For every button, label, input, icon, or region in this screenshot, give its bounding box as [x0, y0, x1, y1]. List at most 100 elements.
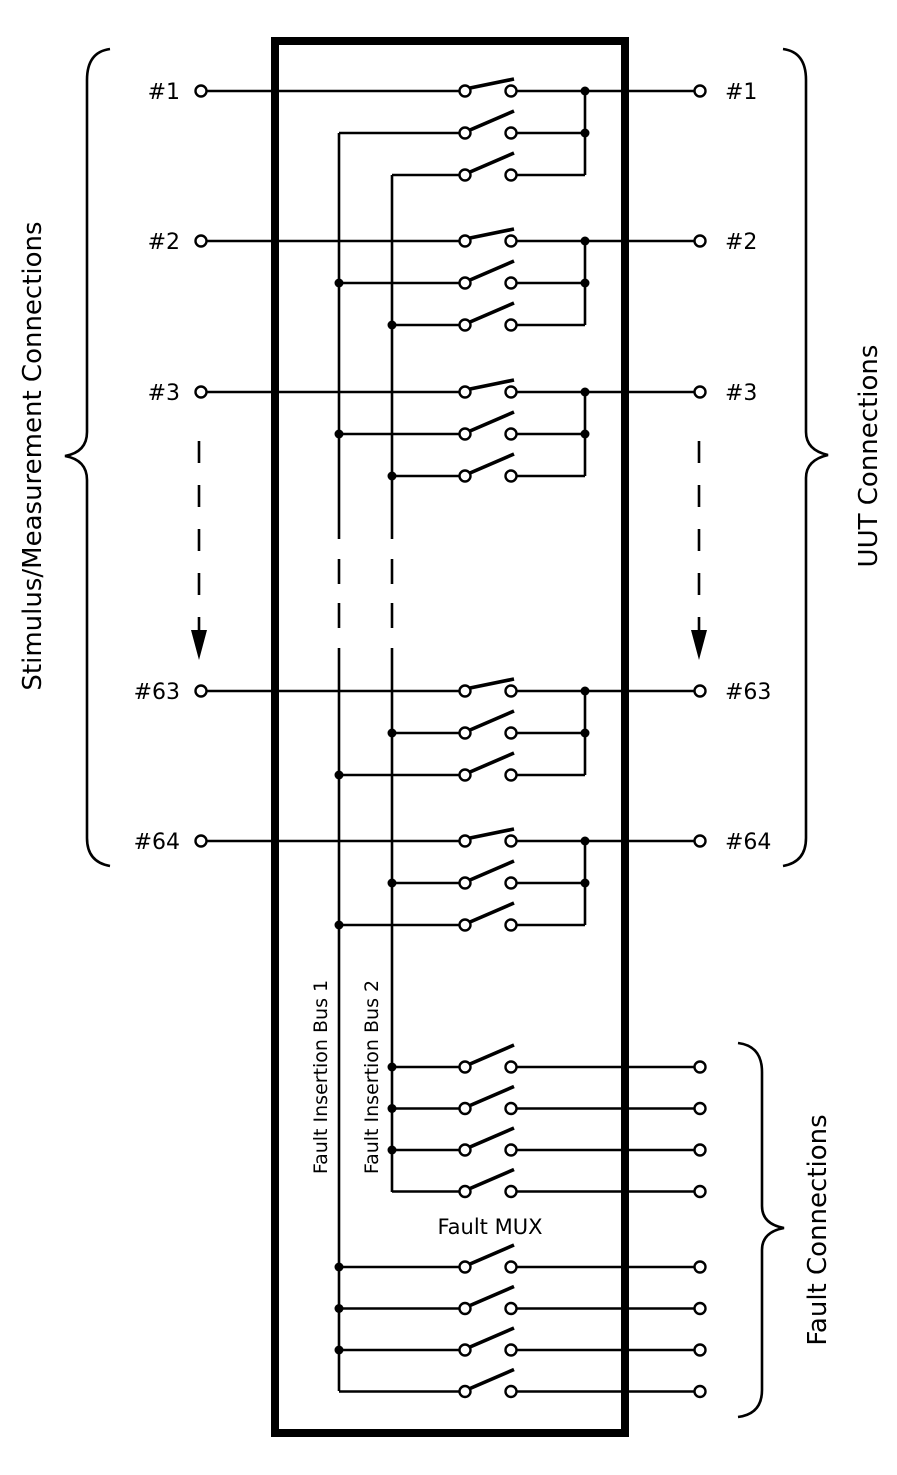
fault-mux-label: Fault MUX	[438, 1215, 543, 1239]
fault-terminal[interactable]	[693, 1101, 707, 1116]
switch-terminal	[504, 1060, 518, 1074]
fault-terminal[interactable]	[693, 1384, 707, 1399]
stimulus-terminal[interactable]	[194, 385, 208, 399]
fault-terminal[interactable]	[693, 1060, 707, 1074]
switch-lever-open	[469, 1326, 515, 1349]
stimulus-terminal[interactable]	[194, 834, 208, 848]
bus1-fault-switch[interactable]	[458, 259, 518, 290]
mux-switch[interactable]	[458, 1084, 518, 1116]
uut-terminal[interactable]	[693, 385, 707, 399]
through-switch[interactable]	[458, 227, 518, 248]
channel-1: #1#1	[148, 77, 757, 182]
stimulus-pin-label: #63	[134, 680, 180, 705]
junction-dot	[387, 1104, 397, 1113]
mux-switch[interactable]	[458, 1284, 518, 1316]
junction-dot	[387, 320, 397, 330]
right-group-brace	[782, 47, 829, 868]
bus2-fault-switch[interactable]	[458, 301, 518, 332]
ellipsis-arrow-left	[191, 441, 207, 660]
bus2-fault-switch[interactable]	[458, 151, 518, 182]
fault-terminal[interactable]	[693, 1343, 707, 1357]
bus1-fault-switch[interactable]	[458, 751, 518, 782]
fault-connections-label: Fault Connections	[803, 1114, 833, 1345]
switch-terminal	[504, 726, 518, 740]
switch-terminal	[504, 834, 518, 848]
uut-pin-label: #2	[725, 230, 757, 255]
switch-lever-closed	[469, 827, 515, 840]
channel-2: #2#2	[148, 227, 757, 332]
fault-mux-bus2	[387, 1043, 707, 1199]
through-switch[interactable]	[458, 77, 518, 98]
mux-switch[interactable]	[458, 1043, 518, 1074]
fault-terminal[interactable]	[693, 1301, 707, 1316]
uut-terminal[interactable]	[693, 684, 707, 698]
fault-terminal[interactable]	[693, 1260, 707, 1274]
mux-switch[interactable]	[458, 1243, 518, 1274]
switch-terminal	[504, 768, 518, 782]
switch-terminal	[504, 385, 518, 399]
switch-lever-open	[469, 1284, 515, 1308]
bus1-fault-switch[interactable]	[458, 109, 518, 140]
junction-dot	[334, 770, 344, 780]
junction-dot	[334, 1262, 344, 1272]
switch-terminal	[458, 469, 472, 483]
switch-lever-open	[469, 109, 515, 132]
uut-terminal[interactable]	[693, 84, 707, 98]
fault-terminal[interactable]	[693, 1184, 707, 1199]
fault-insertion-bus-2-label: Fault Insertion Bus 2	[361, 980, 383, 1174]
fault-terminal[interactable]	[693, 1143, 707, 1157]
junction-dot	[580, 236, 590, 246]
uut-pin-label: #64	[725, 830, 771, 855]
switch-terminal	[504, 684, 518, 698]
switch-terminal	[504, 318, 518, 332]
switch-lever-open	[469, 1243, 515, 1266]
mux-switch[interactable]	[458, 1126, 518, 1157]
switch-terminal	[458, 1260, 472, 1274]
switch-terminal	[458, 1101, 472, 1116]
switch-terminal	[504, 1184, 518, 1199]
switch-terminal	[504, 876, 518, 890]
bus1-fault-switch[interactable]	[458, 410, 518, 441]
bus2-fault-switch[interactable]	[458, 859, 518, 890]
through-switch[interactable]	[458, 827, 518, 848]
switch-lever-open	[469, 259, 515, 282]
uut-terminal[interactable]	[693, 834, 707, 848]
channel-64: #64#64	[134, 827, 771, 932]
switch-lever-closed	[469, 227, 515, 240]
switch-lever-closed	[469, 677, 515, 690]
fault-mux-bus1	[334, 1243, 707, 1399]
stimulus-terminal[interactable]	[194, 84, 208, 98]
through-switch[interactable]	[458, 378, 518, 399]
stimulus-pin-label: #1	[148, 80, 180, 105]
switch-terminal	[458, 1384, 472, 1399]
switch-terminal	[504, 1343, 518, 1357]
junction-dot	[334, 1304, 344, 1313]
switch-lever-open	[469, 301, 515, 324]
bus2-fault-switch[interactable]	[458, 709, 518, 740]
switch-terminal	[504, 1384, 518, 1399]
switch-terminal	[458, 1184, 472, 1199]
switch-terminal	[458, 168, 472, 182]
stimulus-terminal[interactable]	[194, 684, 208, 698]
switch-terminal	[504, 84, 518, 98]
switch-lever-open	[469, 410, 515, 433]
switch-terminal	[458, 1343, 472, 1357]
switch-terminal	[504, 234, 518, 248]
through-switch[interactable]	[458, 677, 518, 698]
junction-dot	[387, 1145, 397, 1155]
mux-switch[interactable]	[458, 1167, 518, 1199]
junction-dot	[387, 1062, 397, 1072]
stimulus-terminal[interactable]	[194, 234, 208, 248]
switch-lever-closed	[469, 77, 515, 90]
uut-terminal[interactable]	[693, 234, 707, 248]
bus1-fault-switch[interactable]	[458, 901, 518, 932]
switch-terminal	[504, 168, 518, 182]
junction-dot	[334, 278, 344, 288]
switch-lever-closed	[469, 378, 515, 391]
switch-terminal	[458, 876, 472, 890]
bus2-fault-switch[interactable]	[458, 452, 518, 483]
mux-switch[interactable]	[458, 1326, 518, 1357]
mux-switch[interactable]	[458, 1367, 518, 1399]
uut-pin-label: #63	[725, 680, 771, 705]
junction-dot	[580, 86, 590, 96]
